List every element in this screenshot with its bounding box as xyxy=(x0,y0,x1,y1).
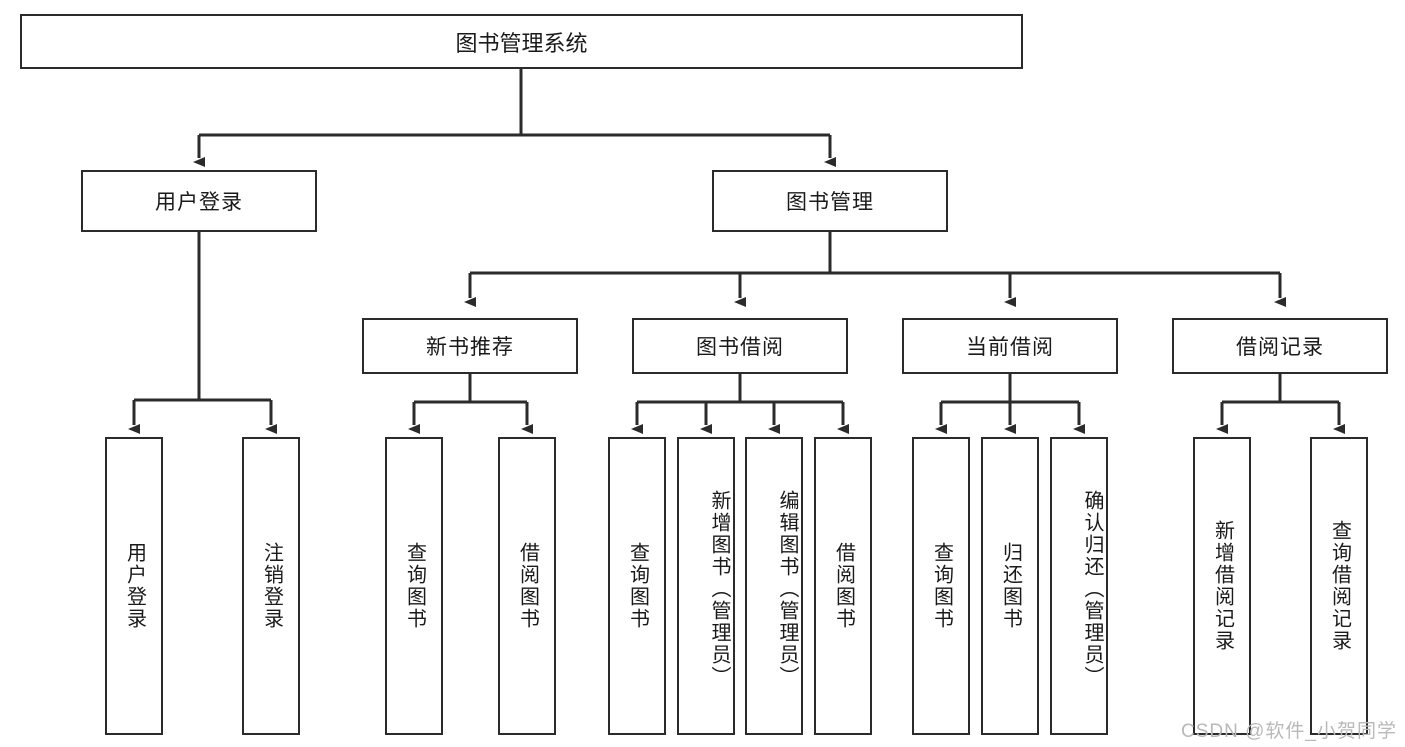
leaf-label: 编辑图书（管理员） xyxy=(776,490,798,688)
leaf-add-borrow-record[interactable]: 新增借阅记录 xyxy=(1193,437,1251,735)
leaf-label: 新增图书（管理员） xyxy=(708,490,730,688)
leaf-logout[interactable]: 注销登录 xyxy=(242,437,300,735)
leaf-label: 确认归还（管理员） xyxy=(1081,490,1103,688)
leaf-borrow-book[interactable]: 借阅图书 xyxy=(814,437,872,735)
node-book-management[interactable]: 图书管理 xyxy=(712,170,948,232)
leaf-query-book-current[interactable]: 查询图书 xyxy=(912,437,970,735)
watermark-text: CSDN @软件_小贺同学 xyxy=(1181,721,1397,742)
leaf-return-book[interactable]: 归还图书 xyxy=(981,437,1039,735)
leaf-add-book-admin[interactable]: 新增图书（管理员） xyxy=(677,437,735,735)
leaf-label: 查询图书 xyxy=(930,542,953,630)
leaf-label: 借阅图书 xyxy=(832,542,855,630)
node-user-login[interactable]: 用户登录 xyxy=(81,170,317,232)
leaf-query-book-recommend[interactable]: 查询图书 xyxy=(385,437,443,735)
node-root-system[interactable]: 图书管理系统 xyxy=(20,14,1023,69)
leaf-label: 借阅图书 xyxy=(516,542,539,630)
leaf-label: 查询图书 xyxy=(403,542,426,630)
node-borrow-record[interactable]: 借阅记录 xyxy=(1172,318,1388,374)
leaf-query-book-borrow[interactable]: 查询图书 xyxy=(608,437,666,735)
leaf-query-borrow-record[interactable]: 查询借阅记录 xyxy=(1310,437,1368,735)
leaf-label: 新增借阅记录 xyxy=(1211,520,1234,652)
leaf-label: 查询图书 xyxy=(626,542,649,630)
node-new-book-recommend[interactable]: 新书推荐 xyxy=(362,318,578,374)
leaf-confirm-return-admin[interactable]: 确认归还（管理员） xyxy=(1050,437,1108,735)
leaf-borrow-book-recommend[interactable]: 借阅图书 xyxy=(498,437,556,735)
leaf-edit-book-admin[interactable]: 编辑图书（管理员） xyxy=(745,437,803,735)
leaf-label: 注销登录 xyxy=(260,542,283,630)
leaf-user-login[interactable]: 用户登录 xyxy=(105,437,163,735)
leaf-label: 查询借阅记录 xyxy=(1328,520,1351,652)
node-book-borrow[interactable]: 图书借阅 xyxy=(632,318,848,374)
node-current-borrow[interactable]: 当前借阅 xyxy=(902,318,1118,374)
leaf-label: 用户登录 xyxy=(123,542,146,630)
leaf-label: 归还图书 xyxy=(999,542,1022,630)
